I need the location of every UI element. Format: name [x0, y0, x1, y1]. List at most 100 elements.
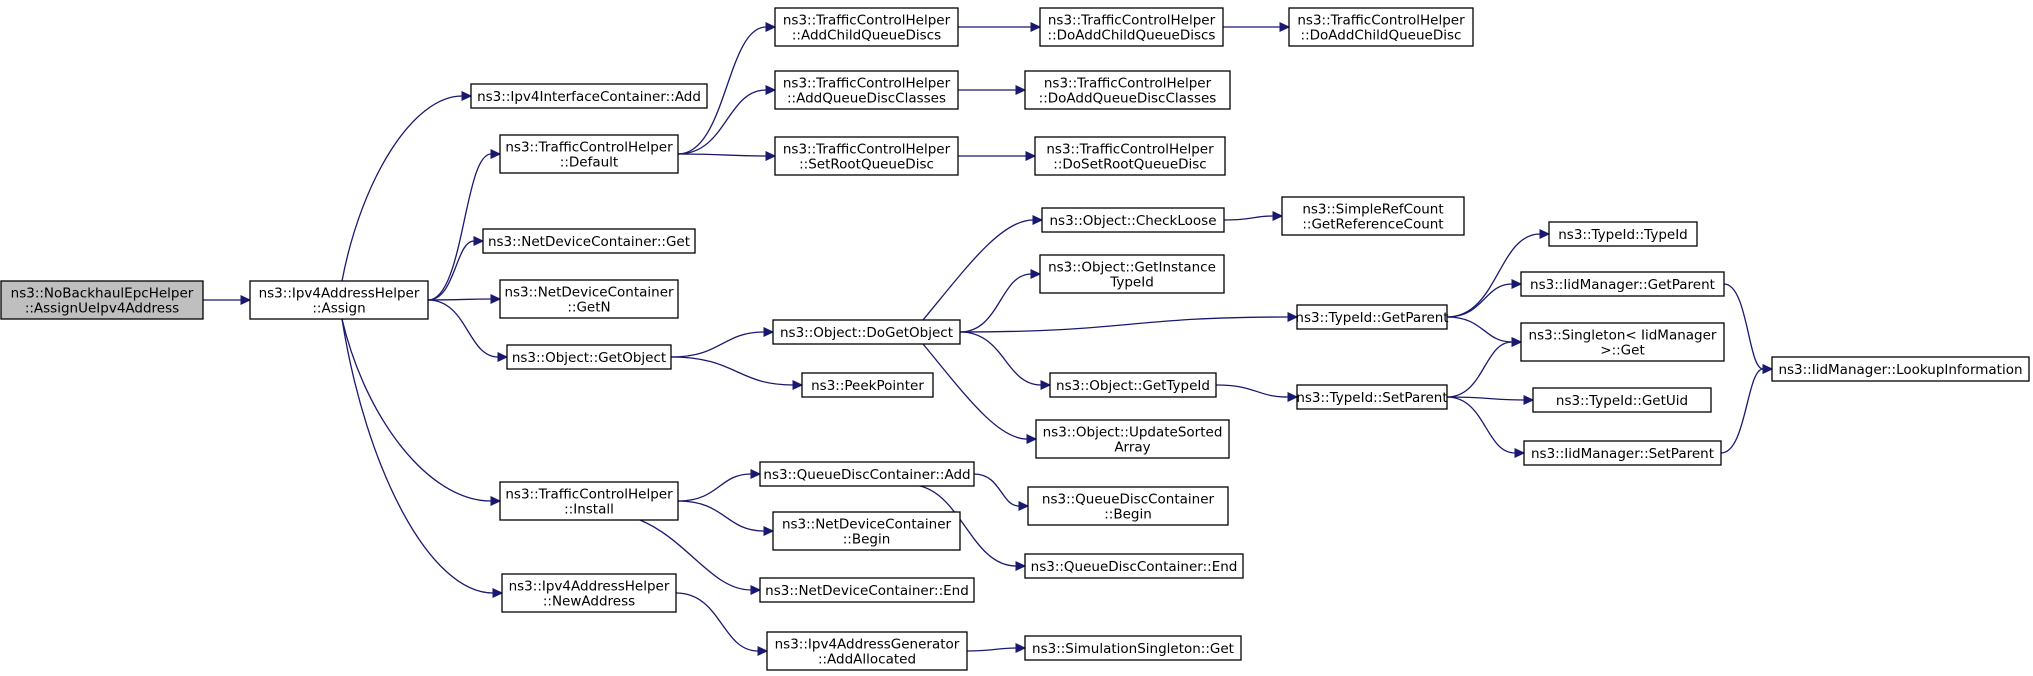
- edge-line: [1215, 384, 1289, 398]
- node-label: ::AssignUeIpv4Address: [25, 301, 179, 317]
- node-label: ::Begin: [843, 532, 891, 548]
- node-typeid-getparent[interactable]: ns3::TypeId::GetParent: [1295, 304, 1449, 330]
- node-tch-doaddclasses[interactable]: ns3::TrafficControlHelper::DoAddQueueDis…: [1024, 70, 1231, 110]
- node-label: ns3::Ipv4InterfaceContainer::Add: [477, 89, 701, 105]
- node-qdc-end[interactable]: ns3::QueueDiscContainer::End: [1024, 553, 1244, 579]
- node-obj-gettypeid[interactable]: ns3::Object::GetTypeId: [1049, 372, 1217, 398]
- node-typeid-getuid[interactable]: ns3::TypeId::GetUid: [1532, 387, 1712, 413]
- node-ndc-begin[interactable]: ns3::NetDeviceContainer::Begin: [772, 511, 961, 551]
- node-tch-doaddchild[interactable]: ns3::TrafficControlHelper::DoAddChildQue…: [1288, 7, 1474, 47]
- edge-line: [1446, 396, 1525, 401]
- node-tch-addchild[interactable]: ns3::TrafficControlHelper::AddChildQueue…: [774, 7, 959, 47]
- node-box: [774, 70, 959, 110]
- node-obj-getobject[interactable]: ns3::Object::GetObject: [506, 344, 672, 370]
- edge-assign-to-obj_getobject: [427, 299, 509, 362]
- node-assign[interactable]: ns3::Ipv4AddressHelper::Assign: [249, 280, 429, 320]
- node-label: ns3::TrafficControlHelper: [1044, 76, 1212, 92]
- node-qdc-begin[interactable]: ns3::QueueDiscContainer::Begin: [1027, 486, 1229, 526]
- node-src-getrefcount[interactable]: ns3::SimpleRefCount::GetReferenceCount: [1281, 196, 1465, 236]
- node-label: ns3::IidManager::SetParent: [1531, 446, 1714, 462]
- edge-obj_dogetobject-to-obj_gettypeid: [959, 331, 1052, 390]
- edge-assign-to-ndc_get: [427, 236, 485, 301]
- edge-line: [922, 219, 1034, 321]
- node-tch-default[interactable]: ns3::TrafficControlHelper::Default: [499, 134, 679, 174]
- node-ndc-getn[interactable]: ns3::NetDeviceContainer::GetN: [499, 279, 679, 319]
- call-graph-edges: [202, 22, 1774, 656]
- arrowhead-icon: [750, 469, 762, 479]
- arrowhead-icon: [750, 585, 762, 595]
- arrowhead-icon: [1032, 215, 1044, 225]
- node-label: ns3::Object::DoGetObject: [780, 325, 953, 341]
- arrowhead-icon: [1511, 279, 1523, 289]
- edge-qdc_add-to-qdc_end: [919, 485, 1027, 571]
- arrowhead-icon: [763, 327, 775, 337]
- edge-line: [677, 473, 752, 502]
- arrowhead-icon: [1287, 312, 1299, 322]
- node-simsingleton-get[interactable]: ns3::SimulationSingleton::Get: [1024, 635, 1242, 661]
- node-label: ns3::IidManager::GetParent: [1530, 277, 1715, 293]
- node-label: ns3::TrafficControlHelper: [1297, 13, 1465, 29]
- node-singleton-get[interactable]: ns3::Singleton< IidManager >::Get: [1520, 322, 1725, 362]
- node-ndc-end[interactable]: ns3::NetDeviceContainer::End: [759, 577, 975, 603]
- node-label: ::NewAddress: [543, 594, 635, 610]
- node-tch-doaddchilds[interactable]: ns3::TrafficControlHelper::DoAddChildQue…: [1039, 7, 1224, 47]
- edge-line: [341, 318, 494, 594]
- arrowhead-icon: [1040, 380, 1052, 390]
- edge-line: [677, 500, 765, 532]
- node-obj-checkloose[interactable]: ns3::Object::CheckLoose: [1041, 207, 1225, 233]
- edge-typeid_setparent-to-typeid_getuid: [1446, 395, 1535, 405]
- node-tch-install[interactable]: ns3::TrafficControlHelper::Install: [499, 481, 679, 521]
- node-label: ns3::NetDeviceContainer::End: [765, 583, 969, 599]
- edge-line: [973, 473, 1020, 507]
- edge-line: [919, 485, 1017, 567]
- node-obj-dogetobject[interactable]: ns3::Object::DoGetObject: [772, 319, 961, 345]
- node-tch-setroot[interactable]: ns3::TrafficControlHelper::SetRootQueueD…: [774, 136, 959, 176]
- node-iidm-getparent[interactable]: ns3::IidManager::GetParent: [1520, 271, 1725, 297]
- node-label: ns3::QueueDiscContainer: [1042, 492, 1215, 508]
- call-graph-nodes: ns3::NoBackhaulEpcHelper::AssignUeIpv4Ad…: [0, 7, 2030, 671]
- node-qdc-add[interactable]: ns3::QueueDiscContainer::Add: [759, 461, 975, 487]
- node-typeid-setparent[interactable]: ns3::TypeId::SetParent: [1296, 384, 1448, 410]
- arrowhead-icon: [757, 646, 769, 656]
- node-box: [1039, 7, 1224, 47]
- edge-obj_dogetobject-to-obj_getinstancetypeid: [959, 269, 1042, 333]
- node-box: [501, 573, 677, 613]
- node-tch-dosetroot[interactable]: ns3::TrafficControlHelper::DoSetRootQueu…: [1034, 136, 1226, 176]
- node-root[interactable]: ns3::NoBackhaulEpcHelper::AssignUeIpv4Ad…: [0, 280, 204, 320]
- edge-tch_install-to-ndc_begin: [677, 500, 775, 536]
- edge-iah_newaddress-to-iag_addallocated: [675, 592, 769, 656]
- node-ndc-get[interactable]: ns3::NetDeviceContainer::Get: [482, 228, 696, 254]
- edge-line: [1446, 233, 1541, 318]
- node-box: [1035, 419, 1230, 459]
- node-iidm-lookup[interactable]: ns3::IidManager::LookupInformation: [1771, 356, 2030, 382]
- node-box: [470, 83, 708, 109]
- node-label: ::Default: [560, 155, 618, 171]
- node-box: [759, 461, 975, 487]
- node-label: ns3::TrafficControlHelper: [1048, 13, 1216, 29]
- node-label: ns3::Singleton< IidManager: [1529, 328, 1717, 344]
- node-ific-add[interactable]: ns3::Ipv4InterfaceContainer::Add: [470, 83, 708, 109]
- node-label: ns3::IidManager::LookupInformation: [1778, 362, 2022, 378]
- arrowhead-icon: [765, 151, 777, 161]
- edge-line: [1720, 368, 1764, 454]
- node-typeid-typeid[interactable]: ns3::TypeId::TypeId: [1548, 221, 1698, 247]
- arrowhead-icon: [1523, 395, 1535, 405]
- arrowhead-icon: [1018, 501, 1030, 511]
- arrowhead-icon: [765, 85, 777, 95]
- node-label: ns3::TypeId::GetUid: [1556, 393, 1688, 409]
- node-iidm-setparent[interactable]: ns3::IidManager::SetParent: [1523, 440, 1722, 466]
- node-label: ns3::TypeId::GetParent: [1295, 310, 1448, 326]
- node-iag-addallocated[interactable]: ns3::Ipv4AddressGenerator::AddAllocated: [766, 631, 968, 671]
- node-label: ::DoAddChildQueueDisc: [1301, 28, 1462, 44]
- edge-typeid_getparent-to-iidm_getparent: [1446, 279, 1523, 318]
- node-label: ns3::TrafficControlHelper: [1046, 142, 1214, 158]
- edge-line: [1446, 396, 1516, 454]
- node-iah-newaddress[interactable]: ns3::Ipv4AddressHelper::NewAddress: [501, 573, 677, 613]
- node-peekpointer[interactable]: ns3::PeekPointer: [801, 372, 934, 398]
- node-box: [759, 577, 975, 603]
- edge-tch_addchild-to-tch_doaddchilds: [958, 22, 1042, 32]
- node-tch-addclasses[interactable]: ns3::TrafficControlHelper::AddQueueDiscC…: [774, 70, 959, 110]
- node-box: [1034, 136, 1226, 176]
